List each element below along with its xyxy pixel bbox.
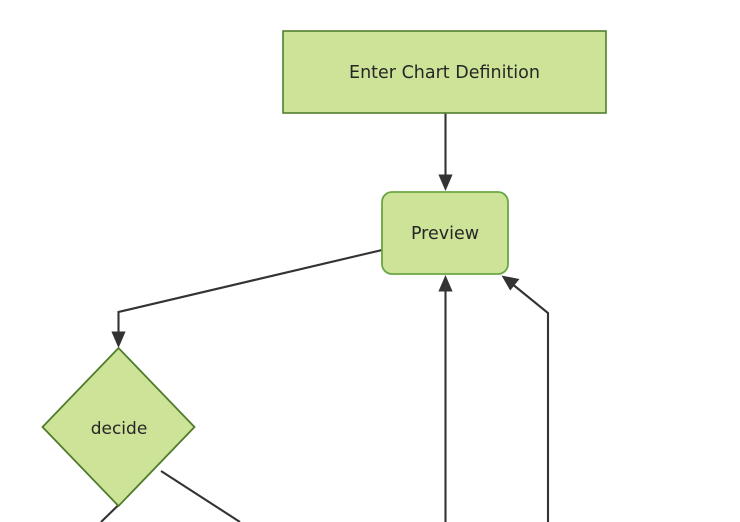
- node-label-decide: decide: [91, 419, 148, 439]
- edge-line: [510, 282, 550, 522]
- edge-line: [160, 470, 241, 522]
- node-label-preview: Preview: [411, 224, 479, 244]
- node-label-enter: Enter Chart Definition: [349, 63, 540, 83]
- node-shape-diamond: [41, 346, 196, 508]
- edge-decide-to-bottom-right: [160, 470, 241, 522]
- node-decide[interactable]: decide: [41, 346, 196, 508]
- edge-enter-to-preview: [438, 113, 453, 191]
- arrowhead-icon: [438, 275, 453, 292]
- edge-line: [117, 248, 383, 336]
- arrowhead-icon: [111, 331, 126, 348]
- node-preview[interactable]: Preview: [381, 191, 509, 275]
- edge-line: [100, 504, 120, 522]
- edge-decide-to-bottom-left: [100, 504, 120, 522]
- edge-return-center-to-preview: [438, 275, 453, 522]
- arrowhead-icon: [438, 174, 453, 191]
- edge-return-right-to-preview: [501, 275, 550, 522]
- node-shape-rectangle: [282, 30, 607, 114]
- node-enter-chart-definition[interactable]: Enter Chart Definition: [282, 30, 607, 114]
- arrowhead-icon: [501, 275, 520, 291]
- node-shape-rounded-rectangle: [381, 191, 509, 275]
- edge-preview-to-decide: [111, 248, 383, 348]
